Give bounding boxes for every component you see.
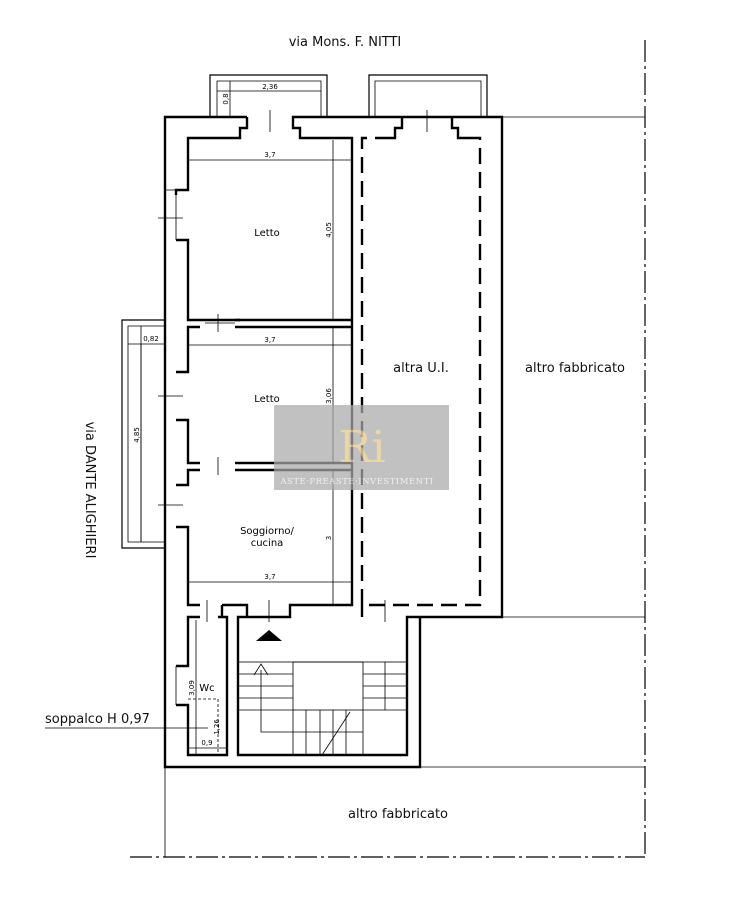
- other-building-bottom-label: altro fabbricato: [348, 807, 448, 822]
- dim-mezzanine-length: 1,26: [213, 719, 221, 735]
- street-left-label: via DANTE ALIGHIERI: [82, 422, 97, 559]
- room-label-bedroom-1: Letto: [254, 228, 280, 239]
- room-label-bedroom-2: Letto: [254, 394, 280, 405]
- balcony-left: [121, 319, 165, 549]
- watermark-logo: Ri: [338, 422, 385, 473]
- room-label-living: Soggiorno/: [240, 526, 294, 537]
- dim-wc-width: 0,9: [201, 739, 212, 747]
- dim-bedroom2-length: 3,06: [325, 388, 333, 404]
- dim-bedroom1-width: 3,7: [264, 151, 275, 159]
- watermark: Ri ASTE·PREASTE·INVESTIMENTI: [274, 405, 449, 490]
- street-top-label: via Mons. F. NITTI: [289, 35, 402, 50]
- watermark-caption: ASTE·PREASTE·INVESTIMENTI: [279, 477, 433, 487]
- dim-balcony-left-length: 4,85: [133, 427, 141, 443]
- dim-living-width: 3,7: [264, 573, 275, 581]
- balcony-top-right: [368, 74, 488, 117]
- dim-living-length: 3: [325, 536, 333, 540]
- dimension-lines: [45, 140, 352, 755]
- dim-balcony-top-depth: 0,8: [222, 93, 230, 104]
- other-building-right-label: altro fabbricato: [525, 361, 625, 376]
- other-unit-label: altra U.I.: [393, 361, 449, 376]
- dim-bedroom2-width: 3,7: [264, 336, 275, 344]
- dim-wc-length: 3,09: [188, 680, 196, 696]
- dim-balcony-top-width: 2,36: [262, 83, 278, 91]
- entrance-arrow-icon: [256, 630, 282, 641]
- mezzanine-label: soppalco H 0,97: [45, 712, 150, 727]
- dim-balcony-left-depth: 0,82: [143, 335, 159, 343]
- balcony-top-left: [209, 74, 328, 117]
- staircase: [237, 630, 408, 756]
- room-label-wc: Wc: [199, 683, 214, 694]
- dim-bedroom1-length: 4,05: [325, 222, 333, 238]
- room-label-kitchen: cucina: [251, 538, 284, 549]
